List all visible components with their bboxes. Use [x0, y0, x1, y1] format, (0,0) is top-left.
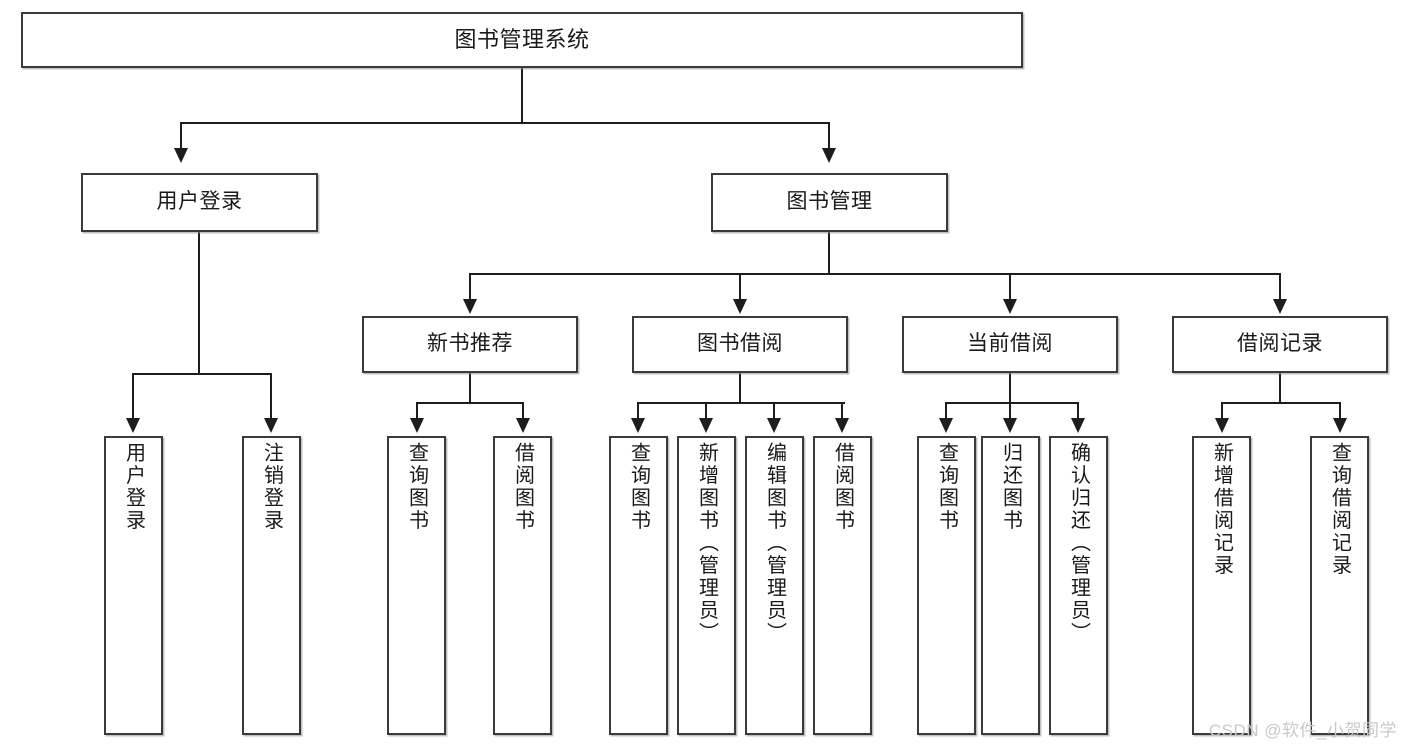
node-label: 图书管理 — [786, 190, 873, 214]
connector-book-borrow-stem — [739, 373, 741, 403]
arrowhead-nb-leaf-1 — [410, 418, 424, 433]
arrowhead-current-borrow — [1003, 299, 1017, 314]
leaf-bb-add-book-admin[interactable]: 新增图书（管理员） — [677, 436, 736, 735]
connector-nb-to-leaf-2 — [522, 402, 524, 420]
connector-user-login-to-leaf-1 — [132, 373, 134, 420]
connector-user-login-stem — [198, 232, 200, 374]
connector-user-login-bus — [132, 373, 270, 375]
connector-nb-to-leaf-1 — [416, 402, 418, 420]
connector-borrow-record-stem — [1279, 373, 1281, 403]
arrowhead-book-borrow — [733, 299, 747, 314]
arrowhead-nb-leaf-2 — [516, 418, 530, 433]
connector-book-management-bus — [469, 273, 1281, 275]
connector-bm-to-new-book — [469, 273, 471, 301]
node-label: 新增借阅记录 — [1210, 442, 1233, 577]
leaf-cb-return-book[interactable]: 归还图书 — [981, 436, 1040, 735]
leaf-bb-borrow-book[interactable]: 借阅图书 — [813, 436, 872, 735]
node-label: 新增图书（管理员） — [695, 442, 718, 645]
connector-bb-to-leaf-3 — [773, 402, 775, 420]
node-label: 借阅图书 — [831, 442, 854, 532]
node-new-book-recommend[interactable]: 新书推荐 — [362, 316, 578, 373]
leaf-bb-query-book[interactable]: 查询图书 — [609, 436, 668, 735]
connector-root-to-book-management — [828, 122, 830, 150]
node-borrow-record[interactable]: 借阅记录 — [1172, 316, 1388, 373]
arrowhead-cb-leaf-3 — [1071, 418, 1085, 433]
leaf-br-query-record[interactable]: 查询借阅记录 — [1310, 436, 1369, 735]
node-book-management-system[interactable]: 图书管理系统 — [21, 12, 1023, 68]
connector-bb-to-leaf-2 — [705, 402, 707, 420]
node-label: 注销登录 — [260, 442, 283, 532]
connector-root-to-user-login — [180, 122, 182, 150]
connector-borrow-record-bus — [1221, 402, 1341, 404]
leaf-nb-query-book[interactable]: 查询图书 — [387, 436, 446, 735]
arrowhead-bb-leaf-2 — [699, 418, 713, 433]
connector-new-book-bus — [416, 402, 524, 404]
connector-br-to-leaf-2 — [1339, 402, 1341, 420]
node-label: 查询图书 — [627, 442, 650, 532]
node-label: 确认归还（管理员） — [1067, 442, 1090, 645]
connector-br-to-leaf-1 — [1221, 402, 1223, 420]
arrowhead-br-leaf-1 — [1215, 418, 1229, 433]
node-label: 借阅记录 — [1237, 332, 1323, 356]
connector-bm-to-borrow-record — [1279, 273, 1281, 301]
arrowhead-borrow-record — [1273, 299, 1287, 314]
leaf-cb-query-book[interactable]: 查询图书 — [917, 436, 976, 735]
connector-bm-to-book-borrow — [739, 273, 741, 301]
node-label: 用户登录 — [122, 442, 145, 532]
node-label: 借阅图书 — [511, 442, 534, 532]
connector-cb-to-leaf-2 — [1009, 402, 1011, 420]
leaf-logout[interactable]: 注销登录 — [242, 436, 301, 735]
arrowhead-user-login-leaf-1 — [126, 418, 140, 433]
node-label: 当前借阅 — [967, 332, 1053, 356]
arrowhead-book-management — [822, 148, 836, 163]
arrowhead-user-login-leaf-2 — [264, 418, 278, 433]
connector-root-stem — [521, 68, 523, 123]
connector-new-book-stem — [469, 373, 471, 403]
leaf-bb-edit-book-admin[interactable]: 编辑图书（管理员） — [745, 436, 804, 735]
connector-bb-to-leaf-1 — [637, 402, 639, 420]
arrowhead-cb-leaf-1 — [939, 418, 953, 433]
node-label: 用户登录 — [156, 190, 243, 214]
arrowhead-bb-leaf-3 — [767, 418, 781, 433]
leaf-cb-confirm-return-admin[interactable]: 确认归还（管理员） — [1049, 436, 1108, 735]
node-label: 图书管理系统 — [454, 27, 590, 53]
connector-bb-to-leaf-4 — [841, 402, 843, 420]
leaf-br-add-record[interactable]: 新增借阅记录 — [1192, 436, 1251, 735]
arrowhead-cb-leaf-2 — [1003, 418, 1017, 433]
connector-book-borrow-bus — [637, 402, 845, 404]
node-label: 编辑图书（管理员） — [763, 442, 786, 645]
node-label: 新书推荐 — [427, 332, 513, 356]
connector-root-bus — [180, 122, 830, 124]
node-label: 查询图书 — [405, 442, 428, 532]
connector-user-login-to-leaf-2 — [270, 373, 272, 420]
connector-book-management-stem — [828, 232, 830, 274]
arrowhead-new-book — [463, 299, 477, 314]
node-label: 查询图书 — [935, 442, 958, 532]
node-current-borrow[interactable]: 当前借阅 — [902, 316, 1118, 373]
arrowhead-user-login — [174, 148, 188, 163]
connector-cb-to-leaf-1 — [945, 402, 947, 420]
node-book-borrow[interactable]: 图书借阅 — [632, 316, 848, 373]
leaf-user-login[interactable]: 用户登录 — [104, 436, 163, 735]
connector-current-borrow-bus — [945, 402, 1077, 404]
node-label: 图书借阅 — [697, 332, 783, 356]
node-user-login[interactable]: 用户登录 — [81, 173, 318, 232]
connector-cb-to-leaf-3 — [1077, 402, 1079, 420]
leaf-nb-borrow-book[interactable]: 借阅图书 — [493, 436, 552, 735]
node-label: 归还图书 — [999, 442, 1022, 532]
arrowhead-bb-leaf-1 — [631, 418, 645, 433]
arrowhead-br-leaf-2 — [1333, 418, 1347, 433]
connector-current-borrow-stem — [1009, 373, 1011, 403]
node-book-management[interactable]: 图书管理 — [711, 173, 948, 232]
csdn-watermark: CSDN @软件_小贺同学 — [1208, 721, 1397, 740]
connector-bm-to-current-borrow — [1009, 273, 1011, 301]
arrowhead-bb-leaf-4 — [835, 418, 849, 433]
node-label: 查询借阅记录 — [1328, 442, 1351, 577]
